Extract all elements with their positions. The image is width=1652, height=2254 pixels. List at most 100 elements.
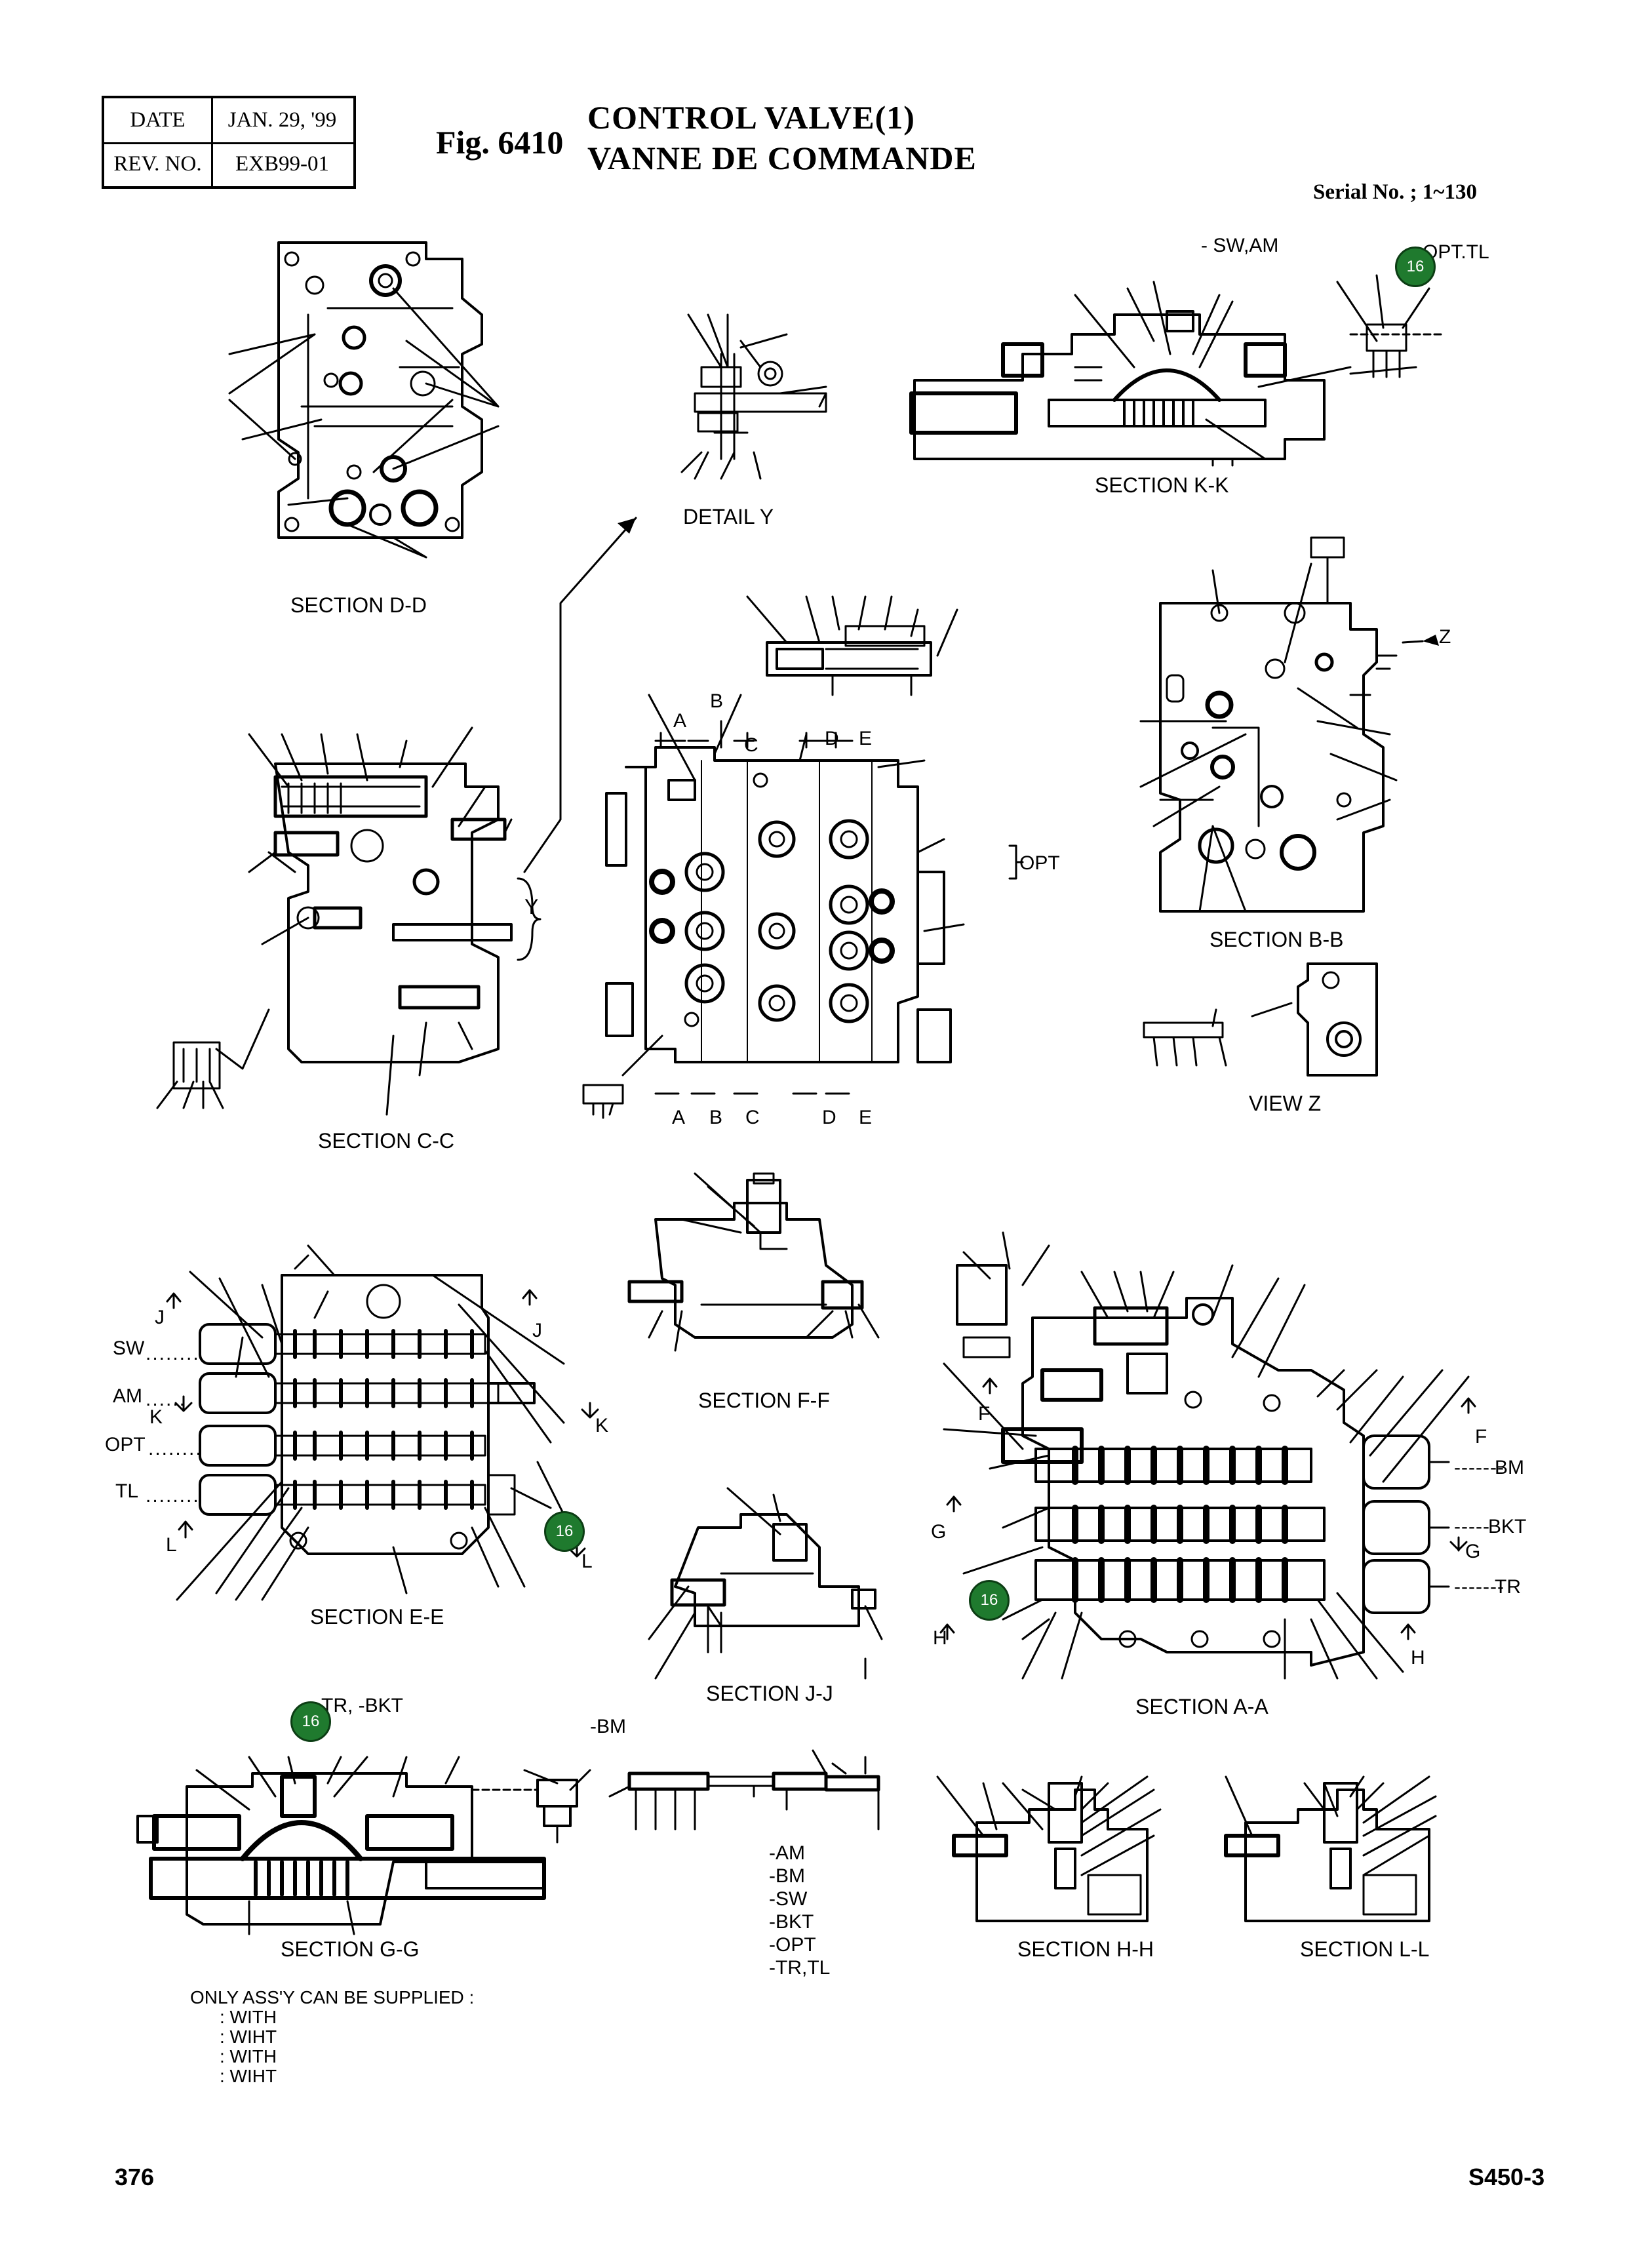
leader-sw: ........ [146,1343,200,1364]
marker-f-left: F [978,1403,991,1425]
section-jj-label: SECTION J-J [706,1682,833,1705]
page-number: 376 [115,2164,155,2190]
section-cc-drawing [156,726,541,1116]
rev-value: EXB99-01 [235,152,329,176]
variant-bkt: -BKT [769,1911,814,1933]
section-ll-label: SECTION L-L [1300,1937,1430,1961]
marker-tl: TL [115,1480,139,1502]
note-with-1: : WITH [220,2007,277,2027]
callout-16-aa: 16 [969,1580,1010,1621]
view-z-label: VIEW Z [1249,1092,1322,1115]
section-gg-label: SECTION G-G [281,1937,420,1961]
marker-tr-bkt: TR, -BKT [321,1695,403,1716]
marker-j-left: J [155,1307,165,1328]
section-cc-label: SECTION C-C [318,1129,454,1153]
marker-c-top: C [744,734,758,756]
leader-tr: ------- [1454,1576,1504,1598]
rev-label: REV. NO. [104,142,213,186]
marker-k-left: K [149,1406,163,1428]
serial-range: Serial No. ; 1~130 [1313,180,1477,204]
marker-bm: BM [1495,1457,1524,1478]
marker-e-bottom: E [859,1107,873,1128]
section-top-strip-drawing [746,595,958,696]
section-kk-label: SECTION K-K [1095,473,1229,497]
marker-c-bottom: C [745,1107,760,1128]
leader-bm: ------- [1454,1457,1504,1478]
note-only-assy: ONLY ASS'Y CAN BE SUPPLIED : [190,1987,475,2007]
view-z-drawing [1143,962,1378,1077]
section-dd-label: SECTION D-D [290,593,427,617]
section-gg-drawing [136,1756,591,1935]
variant-opt: -OPT [769,1934,816,1956]
marker-opt: OPT [1019,852,1060,874]
note-with-2: : WITH [220,2046,277,2066]
variant-tr-tl: -TR,TL [769,1957,831,1979]
leader-am: ...... [146,1389,187,1410]
callout-16-ee: 16 [544,1511,585,1552]
marker-sw: SW [113,1337,145,1359]
section-aa-drawing [943,1231,1470,1680]
section-aa-label: SECTION A-A [1135,1695,1268,1718]
marker-k-right: K [595,1415,609,1436]
detail-y-label: DETAIL Y [683,505,774,528]
variant-sw: -SW [769,1888,808,1910]
marker-b-top: B [710,690,724,712]
marker-f-right: F [1475,1426,1487,1448]
marker-y: Y [524,895,539,919]
section-ff-drawing [627,1172,880,1352]
marker-l-right: L [581,1551,593,1572]
marker-g-left: G [931,1521,947,1543]
detail-y-drawing [680,313,827,480]
note-wiht-1: : WIHT [220,2027,277,2047]
revision-table: DATE JAN. 29, '99 REV. NO. EXB99-01 [102,96,356,189]
marker-d-bottom: D [822,1107,836,1128]
model-number: S450-3 [1468,2164,1545,2190]
section-jj-drawing [648,1487,883,1680]
marker-a-bottom: A [672,1107,686,1128]
leader-opt: ........ [148,1438,203,1459]
marker-a-top: A [673,710,687,732]
variant-bm: -BM [769,1865,805,1887]
callout-16-gg: 16 [290,1701,331,1742]
section-spool-strip-drawing [608,1749,880,1830]
section-bb-label: SECTION B-B [1210,928,1344,951]
marker-z: Z [1439,626,1451,648]
marker-sw-am: - SW,AM [1201,235,1279,256]
section-ee-label: SECTION E-E [310,1605,444,1629]
leader-bkt: ----- [1454,1516,1490,1537]
marker-bkt: BKT [1488,1516,1527,1537]
date-label: DATE [104,98,213,142]
marker-h-left: H [933,1627,947,1649]
marker-b-bottom: B [709,1107,723,1128]
section-dd-drawing [228,241,500,559]
section-kk-drawing [909,274,1444,467]
title-english: CONTROL VALVE(1) [587,99,915,136]
section-ll-drawing [1224,1775,1437,1922]
detail-y-leader [523,517,637,873]
section-hh-label: SECTION H-H [1017,1937,1154,1961]
section-hh-drawing [936,1775,1162,1922]
marker-am: AM [113,1385,142,1407]
marker-j-right: J [532,1320,542,1341]
callout-16-kk: 16 [1395,247,1436,287]
section-ee-drawing [176,1244,565,1601]
marker-l-left: L [166,1534,177,1556]
marker-tr: TR [1495,1576,1521,1598]
title-french: VANNE DE COMMANDE [587,140,977,176]
date-value: JAN. 29, '99 [227,108,337,132]
section-ff-label: SECTION F-F [698,1389,830,1412]
marker-opt-ee: OPT [105,1434,146,1455]
main-valve-body-drawing [582,694,1024,1119]
note-wiht-2: : WIHT [220,2066,277,2086]
marker-neg-bm: -BM [590,1716,626,1737]
marker-e-top: E [859,728,873,749]
section-bb-drawing [1139,536,1439,913]
figure-number: Fig. 6410 [436,124,564,161]
marker-h-right: H [1411,1647,1425,1669]
marker-g-right: G [1465,1541,1481,1562]
leader-tl: ........ [146,1485,200,1507]
section-arrow-markers [166,1289,1476,1640]
marker-d-top: D [825,728,839,749]
